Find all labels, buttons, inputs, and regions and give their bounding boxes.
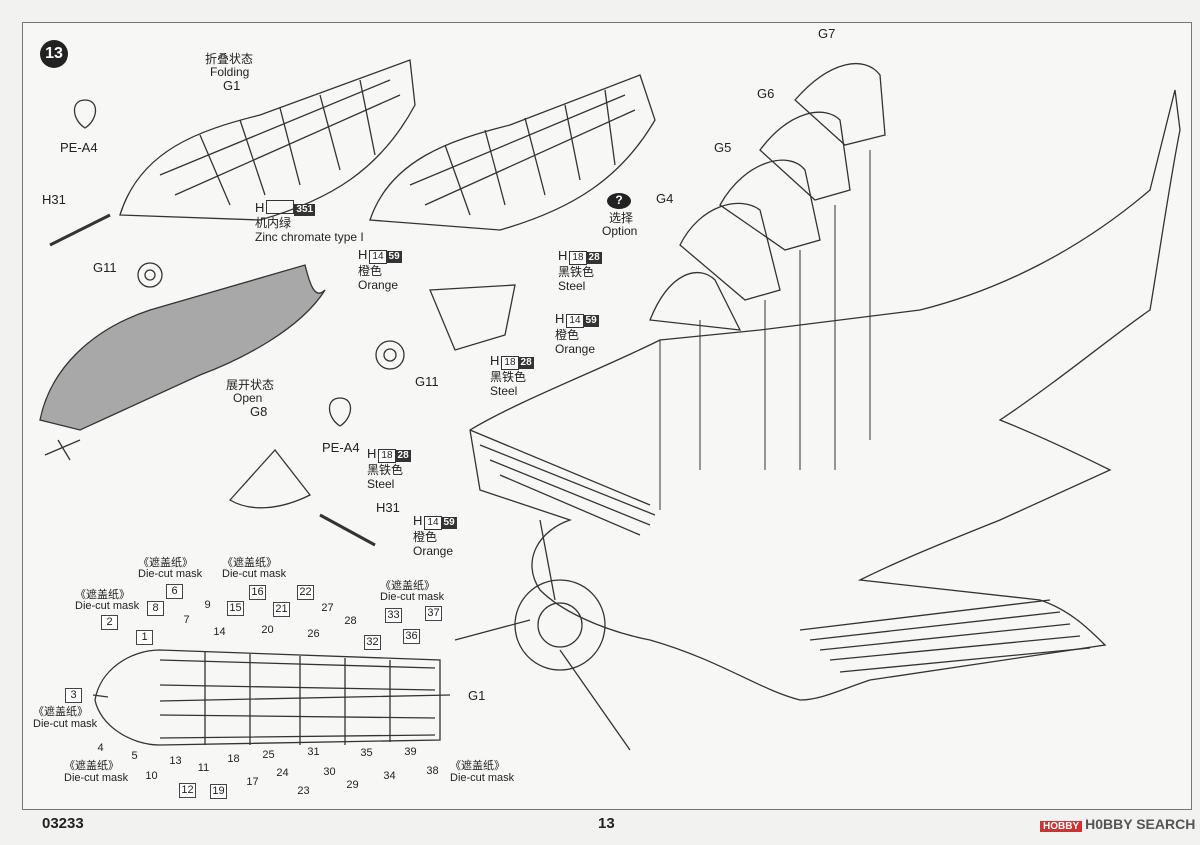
mask-number: 32 — [364, 635, 381, 650]
mask-number: 19 — [210, 784, 227, 799]
mask-number: 36 — [403, 629, 420, 644]
floor-drawing — [39, 264, 326, 431]
canopy-open-drawing — [369, 74, 656, 231]
mask-number: 3 — [65, 688, 82, 703]
mask-number: 37 — [425, 606, 442, 621]
mask-number: 17 — [246, 776, 259, 788]
mask-number: 28 — [344, 615, 357, 627]
mask-number: 25 — [262, 749, 275, 761]
mask-label-en: Die-cut mask — [222, 568, 287, 580]
mask-label-en: Die-cut mask — [75, 600, 140, 612]
mask-number: 13 — [169, 755, 182, 767]
mask-label-en: Die-cut mask — [380, 591, 445, 603]
part-g7: G7 — [818, 26, 836, 41]
mask-number: 11 — [197, 762, 210, 774]
part-g11: G11 — [93, 260, 117, 275]
mask-number: 22 — [297, 585, 314, 600]
canopy-g1-drawing — [119, 59, 416, 221]
paint-swatch — [266, 200, 295, 214]
part-g8: G8 — [250, 404, 268, 419]
mask-number: 27 — [321, 602, 334, 614]
brand-text: H0BBY SEARCH — [1085, 816, 1196, 832]
mask-number: 23 — [297, 785, 310, 797]
brand-logo: HOBBY — [1040, 821, 1083, 832]
mask-number: 1 — [136, 630, 153, 645]
mask-label-en: Die-cut mask — [450, 772, 515, 784]
open-label-cn: 展开状态 — [226, 378, 275, 392]
part-g1-mask: G1 — [468, 688, 486, 703]
mask-number: 16 — [249, 585, 266, 600]
mask-number: 31 — [307, 746, 320, 758]
part-pe-a4: PE-A4 — [60, 140, 98, 155]
mask-label-en: Die-cut mask — [33, 718, 98, 730]
mask-number: 14 — [213, 626, 226, 638]
mask-number: 8 — [147, 601, 164, 616]
mask-number: 12 — [179, 783, 196, 798]
part-g4: G4 — [656, 191, 674, 206]
mask-number: 2 — [101, 615, 118, 630]
mask-number: 34 — [383, 770, 396, 782]
mask-number: 5 — [131, 750, 138, 762]
mask-number: 38 — [426, 765, 439, 777]
mask-number: 26 — [307, 628, 320, 640]
mask-number: 21 — [273, 602, 290, 617]
part-h31-b: H31 — [376, 500, 400, 515]
folding-label-en: Folding — [210, 65, 250, 79]
mask-label-en: Die-cut mask — [138, 568, 203, 580]
part-pe-a4-b: PE-A4 — [322, 440, 360, 455]
part-h31: H31 — [42, 192, 66, 207]
mask-number: 10 — [145, 770, 158, 782]
mask-canopy-drawing — [92, 649, 451, 746]
instruction-sheet — [22, 22, 1192, 810]
mask-label-cn: 《遮盖纸》 — [64, 760, 119, 772]
mask-label-cn: 《遮盖纸》 — [450, 760, 505, 772]
mask-number: 24 — [276, 767, 289, 779]
option-question-icon: ? — [607, 193, 631, 209]
mask-number: 35 — [360, 747, 373, 759]
mask-label-cn: 《遮盖纸》 — [222, 557, 277, 569]
mask-number: 30 — [323, 766, 336, 778]
mask-number: 20 — [261, 624, 274, 636]
option-label-en: Option — [602, 224, 638, 238]
product-code: 03233 — [42, 815, 84, 832]
step-number-badge: 13 — [40, 40, 68, 68]
mask-number: 9 — [204, 599, 211, 611]
part-g11-b: G11 — [415, 374, 439, 389]
mask-label-cn: 《遮盖纸》 — [75, 589, 130, 601]
part-g5: G5 — [714, 140, 732, 155]
mask-label-cn: 《遮盖纸》 — [138, 557, 193, 569]
mask-number: 33 — [385, 608, 402, 623]
part-g6: G6 — [757, 86, 775, 101]
mask-number: 29 — [346, 779, 359, 791]
option-label-cn: 选择 — [609, 211, 634, 225]
mask-number: 18 — [227, 753, 240, 765]
mask-label-cn: 《遮盖纸》 — [380, 580, 435, 592]
mask-label-en: Die-cut mask — [64, 772, 129, 784]
part-g1: G1 — [223, 78, 241, 93]
page-number: 13 — [598, 815, 615, 832]
mask-label-cn: 《遮盖纸》 — [33, 706, 88, 718]
mask-number: 15 — [227, 601, 244, 616]
mask-number: 7 — [183, 614, 190, 626]
mask-number: 39 — [404, 746, 417, 758]
open-label-en: Open — [233, 391, 263, 405]
aircraft-drawing — [454, 89, 1181, 751]
mask-number: 6 — [166, 584, 183, 599]
mask-number: 4 — [97, 742, 104, 754]
folding-label-cn: 折叠状态 — [205, 52, 254, 66]
